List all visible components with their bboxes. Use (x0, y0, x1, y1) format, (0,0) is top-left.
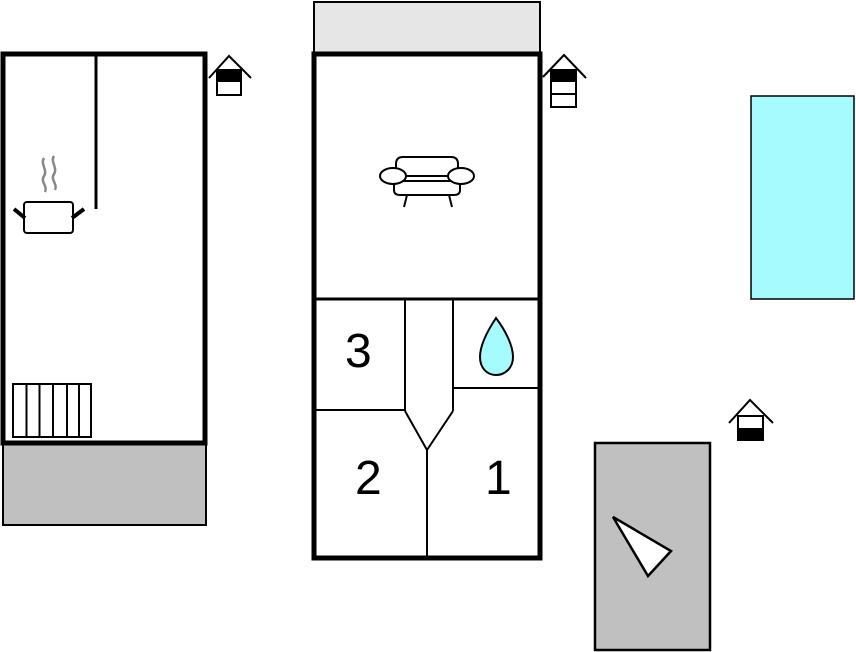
center-building-walls (311, 51, 543, 561)
floor-level-icon (542, 53, 587, 108)
sail-terrace (593, 441, 712, 652)
swimming-pool (750, 95, 855, 300)
floor-level-icon (208, 54, 252, 96)
room-label-bedroom-2: 2 (355, 452, 382, 505)
covered-terrace (313, 1, 541, 55)
center-building: 3 2 1 (311, 1, 587, 561)
left-building-walls (0, 51, 208, 446)
sofa-icon (379, 156, 475, 208)
cooking-pot-icon (12, 155, 86, 234)
room-label-bedroom-1: 1 (485, 452, 512, 505)
radiator-icon (12, 383, 92, 438)
water-drop-icon (478, 316, 515, 377)
left-terrace (2, 442, 207, 526)
floor-level-icon (728, 398, 774, 441)
room-label-bedroom-3: 3 (345, 325, 372, 378)
left-building (0, 51, 252, 526)
sunshade-sail-icon (611, 515, 673, 579)
